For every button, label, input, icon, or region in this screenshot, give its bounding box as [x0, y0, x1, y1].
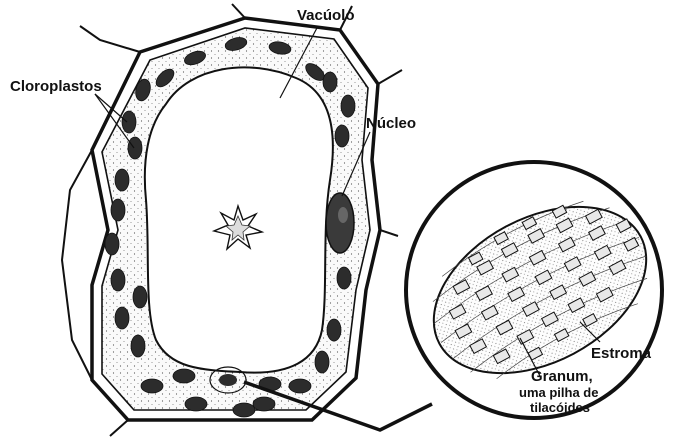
label-granum-line3: tilacóides	[530, 400, 590, 415]
label-nucleo: Núcleo	[366, 115, 416, 132]
label-granum-line2: uma pilha de	[519, 385, 598, 400]
nucleus	[326, 193, 354, 253]
label-granum: Granum,	[531, 368, 593, 385]
label-estroma: Estroma	[591, 345, 652, 362]
label-vacuolo: Vacúolo	[297, 7, 355, 24]
label-cloroplastos: Cloroplastos	[10, 78, 102, 95]
